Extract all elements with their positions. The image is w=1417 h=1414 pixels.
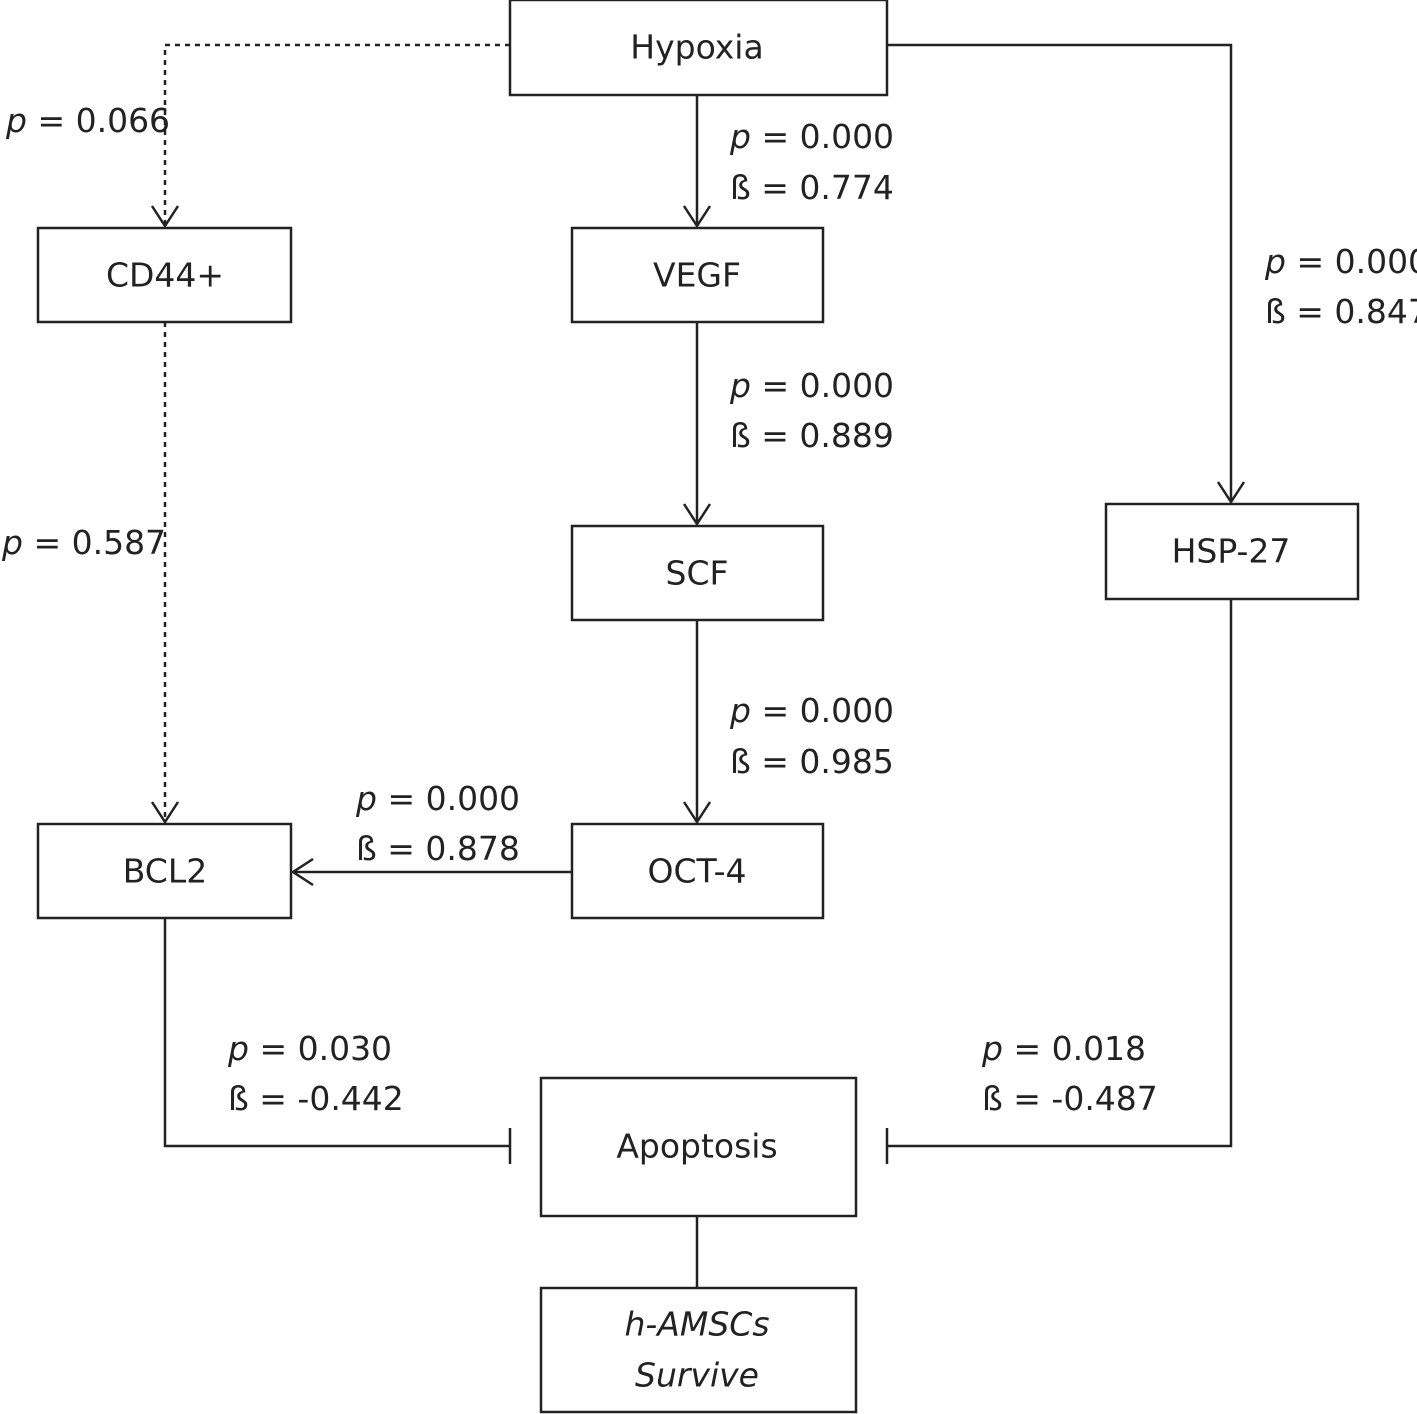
stat-hypoxia-vegf-beta: ß = 0.774 bbox=[730, 168, 894, 207]
arrowhead-hsp27 bbox=[1216, 481, 1246, 505]
node-apoptosis: Apoptosis bbox=[539, 1076, 858, 1218]
stat-vegf-scf-beta: ß = 0.889 bbox=[730, 416, 894, 455]
node-bcl2: BCL2 bbox=[36, 822, 293, 920]
stat-oct4-bcl2-p: p = 0.000 bbox=[355, 779, 520, 818]
stat-bcl2-apoptosis-beta: ß = -0.442 bbox=[228, 1079, 404, 1118]
stat-cd44-bcl2-p: p = 0.587 bbox=[1, 523, 166, 562]
node-hypoxia: Hypoxia bbox=[508, 0, 889, 97]
arrowhead-vegf bbox=[682, 205, 712, 229]
stat-hsp27-apoptosis-beta: ß = -0.487 bbox=[982, 1079, 1158, 1118]
node-hsp27: HSP-27 bbox=[1104, 502, 1360, 601]
stat-scf-oct4-beta: ß = 0.985 bbox=[730, 742, 894, 781]
node-cd44: CD44+ bbox=[36, 226, 293, 324]
node-label-hsp27: HSP-27 bbox=[1172, 532, 1291, 571]
node-oct4: OCT-4 bbox=[570, 822, 825, 920]
stat-hypoxia-vegf-p: p = 0.000 bbox=[729, 117, 894, 156]
node-label-apoptosis: Apoptosis bbox=[616, 1127, 777, 1166]
arrowhead-cd44 bbox=[150, 205, 180, 229]
node-label-survive-line2: Survive bbox=[635, 1356, 759, 1395]
stat-oct4-bcl2-beta: ß = 0.878 bbox=[356, 829, 520, 868]
node-label-hypoxia: Hypoxia bbox=[630, 28, 763, 67]
stat-vegf-scf-p: p = 0.000 bbox=[729, 366, 894, 405]
node-label-vegf: VEGF bbox=[653, 256, 741, 295]
arrowhead-oct4 bbox=[682, 801, 712, 825]
edge-bcl2-apoptosis bbox=[163, 918, 510, 1148]
node-label-scf: SCF bbox=[666, 554, 729, 593]
arrowhead-bcl2-from-oct4 bbox=[290, 857, 314, 887]
stat-hypoxia-hsp27-beta: ß = 0.847 bbox=[1265, 292, 1417, 331]
node-label-bcl2: BCL2 bbox=[123, 852, 207, 891]
node-survive: h-AMSCs Survive bbox=[539, 1286, 858, 1414]
node-label-cd44: CD44+ bbox=[106, 256, 224, 295]
arrowhead-scf bbox=[682, 503, 712, 527]
node-vegf: VEGF bbox=[570, 226, 825, 324]
stat-scf-oct4-p: p = 0.000 bbox=[729, 691, 894, 730]
stat-hypoxia-cd44-p: p = 0.066 bbox=[5, 101, 170, 140]
edge-hsp27-apoptosis bbox=[887, 599, 1233, 1148]
node-label-survive-line1: h-AMSCs bbox=[624, 1305, 769, 1344]
node-label-oct4: OCT-4 bbox=[647, 852, 746, 891]
stat-bcl2-apoptosis-p: p = 0.030 bbox=[227, 1029, 392, 1068]
stat-hsp27-apoptosis-p: p = 0.018 bbox=[981, 1029, 1146, 1068]
edge-hypoxia-hsp27 bbox=[887, 43, 1233, 502]
arrowhead-bcl2-from-cd44 bbox=[150, 801, 180, 825]
node-scf: SCF bbox=[570, 524, 825, 622]
stat-hypoxia-hsp27-p: p = 0.000 bbox=[1264, 242, 1417, 281]
edge-hypoxia-cd44 bbox=[163, 43, 510, 225]
